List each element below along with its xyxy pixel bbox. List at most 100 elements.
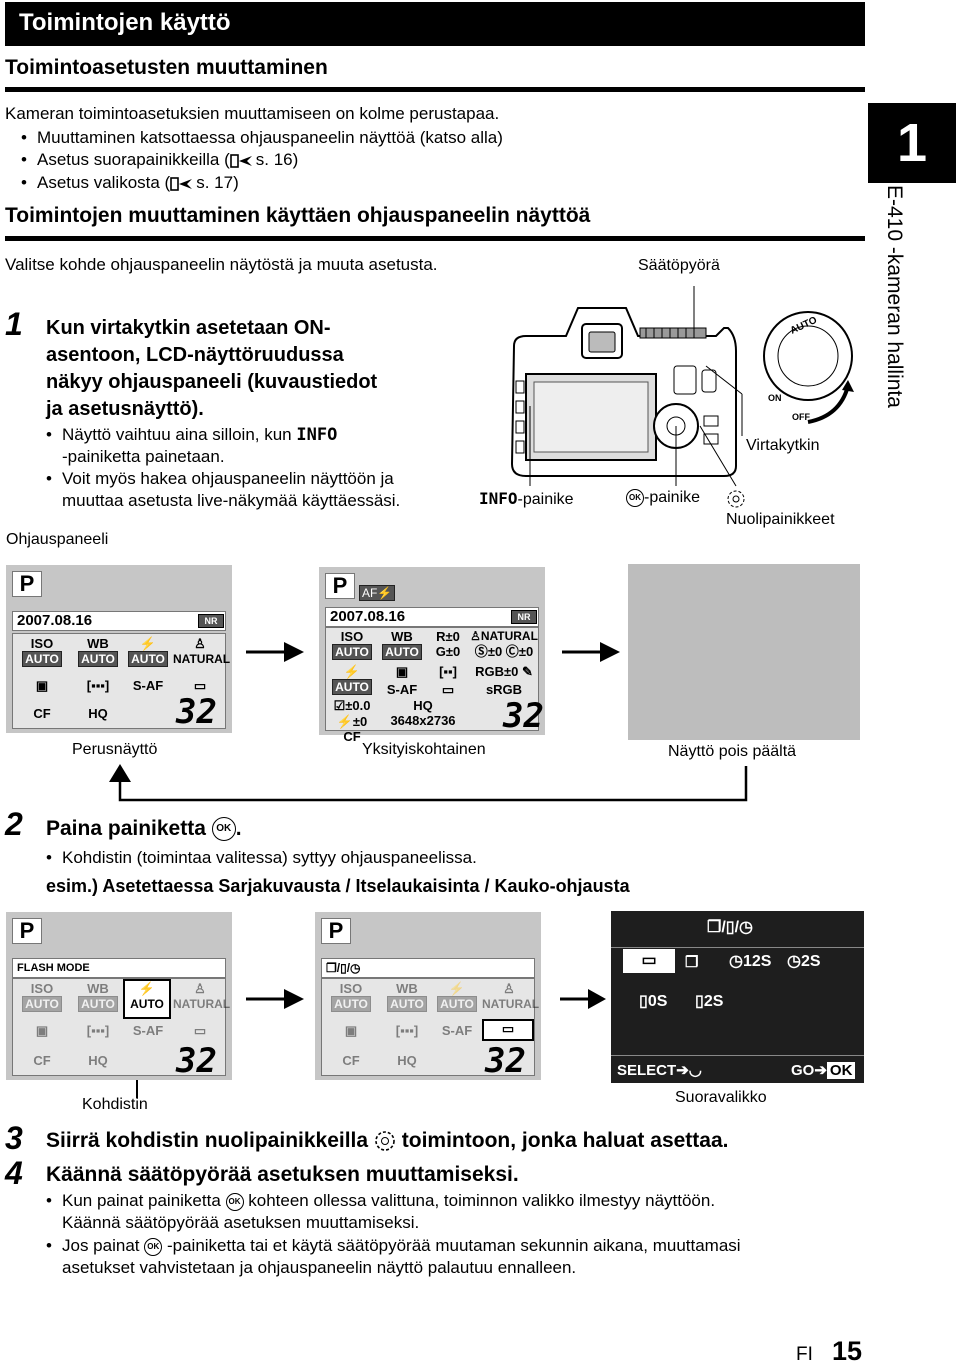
mode-indicator: P [12,571,42,597]
option-remote-0s[interactable]: ▯0S [639,993,668,1010]
mode-indicator: P [12,918,42,944]
ok-icon: OK [211,817,236,842]
shots-remaining: 32 [176,1041,217,1081]
metering-icon: ▣ [35,1023,49,1038]
metering-icon: ▣ [344,1023,358,1038]
option-self-timer-2s[interactable]: ◷2S [787,953,821,970]
arrow-pad-icon [375,1131,395,1152]
noise-reduction-badge: NR [198,614,224,628]
color-space: sRGB [485,682,523,697]
af-mode: S-AF [386,682,418,697]
noise-reduction-badge: NR [511,610,537,624]
svg-text:ON: ON [768,393,782,403]
date-display: 2007.08.16 [325,607,539,627]
intro-bullet-1: Muuttaminen katsottaessa ohjauspaneelin … [21,127,503,149]
go-hint: GO➔OK [791,1061,856,1079]
option-self-timer-12s[interactable]: ◷12S [729,953,772,970]
step-2-text: Paina painiketta OK. [46,817,242,842]
chapter-label: E-410 -kameran hallinta [883,185,906,408]
image-quality: HQ [88,1053,108,1068]
arrow-pad-icon [727,490,745,508]
shots-remaining: 32 [176,692,217,732]
step-2-number: 2 [5,806,23,842]
picture-mode-cell: ♙NATURAL [173,981,231,1011]
option-remote-2s[interactable]: ▯2S [695,993,724,1010]
metering-icon: ▣ [35,678,49,693]
section-title-2: Toimintojen muuttaminen käyttäen ohjausp… [5,204,591,227]
step-4-bullet-1: Kun painat painiketta OK kohteen ollessa… [46,1190,715,1234]
shots-remaining: 32 [485,1041,526,1081]
drive-single-icon: ▭ [441,682,455,697]
mode-indicator: P [325,573,355,599]
section-rule-2 [5,236,865,241]
caption-direct-menu: Suoravalikko [675,1089,767,1106]
step-2-example: esim.) Asetettaessa Sarjakuvausta / Itse… [46,876,630,896]
flash-cell: ⚡AUTO [123,636,173,667]
flash-cell-cursor[interactable]: ⚡AUTO [123,979,171,1019]
caption-basic-screen: Perusnäyttö [72,741,158,758]
ok-icon: OK [225,1192,244,1211]
step-1-bullet-1: Näyttö vaihtuu aina silloin, kun INFO-pa… [46,424,337,468]
arrow-right-icon [562,642,620,662]
step-4-text: Käännä säätöpyörää asetuksen muuttamisek… [46,1163,519,1186]
label-arrow-buttons: Nuolipainikkeet [726,511,835,528]
section-rule-1 [5,87,865,92]
drive-single-icon: ▭ [193,1023,207,1038]
intro-bullet-2: Asetus suorapainikkeilla (s. 16) [21,149,298,171]
af-area-icon: [▪▪▪] [395,1023,419,1038]
af-flash-icon: AF⚡ [359,585,396,601]
af-mode: S-AF [132,1023,164,1038]
cursor-leader-line [136,1080,138,1098]
metering-icon: ▣ [395,664,409,679]
footer-language: FI [796,1344,813,1365]
picture-mode-icon: ♙ [194,636,206,651]
image-quality: HQ [88,706,108,721]
gradation-cell: RGB±0 ✎ [475,664,533,679]
mode-indicator: P [321,918,351,944]
caption-screen-off: Näyttö pois päältä [668,743,797,760]
step-4-bullet-2: Jos painat OK -painiketta tai et käytä s… [46,1235,741,1279]
picture-mode-icon: ♙ [470,629,481,643]
step-1-number: 1 [5,306,23,342]
label-control-panel: Ohjauspaneeli [6,531,109,548]
picture-mode-cell: ♙NATURAL [482,981,540,1011]
dial-icon: ◡ [688,1062,702,1079]
label-dial: Säätöpyörä [638,257,720,274]
card-type: CF [33,1053,51,1068]
date-display: 2007.08.16 [12,611,226,631]
step-1-bullet-2: Voit myös hakea ohjauspaneelin näyttöön … [46,468,400,512]
exposure-compensation: ☑±0.0 [333,698,371,713]
image-quality: HQ [397,1053,417,1068]
flash-icon: ⚡ [138,981,156,996]
af-area-icon: [▪▪] [439,664,457,679]
option-single[interactable]: ▭ [623,949,675,973]
drive-mode-title-icon: ❐/▯/◷ [321,958,535,978]
option-sequential[interactable]: ❐ [685,954,699,971]
flash-compensation: ⚡±0 CF [336,714,368,744]
drive-cell-cursor[interactable]: ▭ [482,1019,534,1041]
svg-text:OFF: OFF [792,412,810,422]
arrow-right-icon [246,642,304,662]
page-reference-icon [229,153,252,168]
drive-mode-title-icon: ❐/▯/◷ [707,919,753,936]
af-area-icon: [▪▪▪] [86,678,110,693]
af-mode: S-AF [441,1023,473,1038]
page-number: 15 [832,1336,863,1365]
step-4-number: 4 [5,1155,23,1191]
step-3-number: 3 [5,1120,23,1156]
label-ok-button: OK-painike [626,489,700,507]
